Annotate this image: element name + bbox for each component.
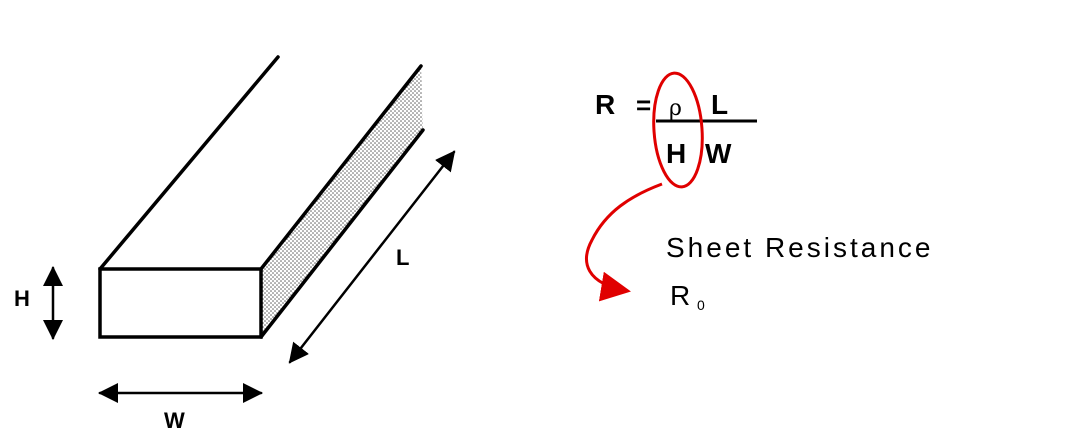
sheet-resistance-symbol: R (670, 280, 693, 311)
height-label: H (14, 286, 30, 311)
length-label: L (396, 245, 409, 270)
front-face (98, 267, 263, 339)
curved-pointer-arrow (585, 182, 663, 302)
bottom-right-edge (259, 128, 425, 339)
top-left-edge (98, 55, 280, 271)
highlight-ellipse (652, 71, 704, 189)
formula-numerator-l: L (711, 89, 728, 120)
formula-r: R (595, 89, 615, 120)
formula-denominator-w: W (705, 138, 732, 169)
formula-rho: ρ (669, 96, 682, 121)
top-right-edge (259, 64, 423, 271)
formula-denominator-h: H (666, 138, 686, 169)
sheet-resistance-subscript: 0 (697, 297, 705, 313)
formula-equals: = (636, 90, 651, 120)
sheet-resistance-label: Sheet Resistance (666, 232, 933, 263)
width-label: W (164, 408, 185, 433)
length-dimension-arrow (288, 150, 456, 364)
